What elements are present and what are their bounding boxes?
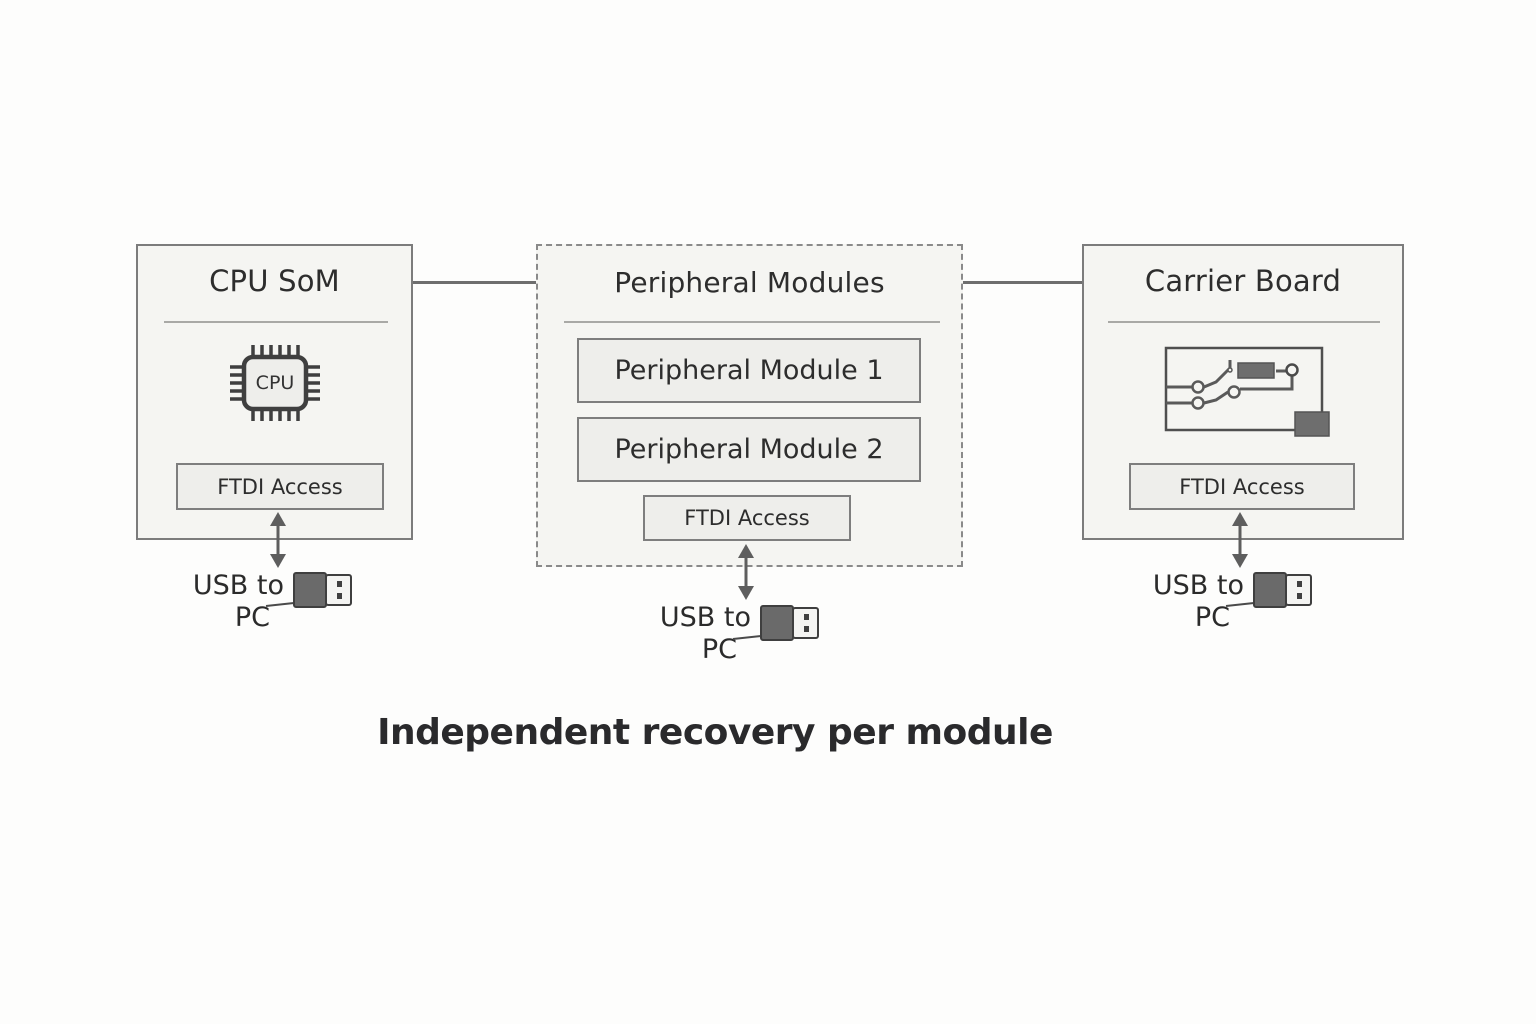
circuit-board-icon [1164, 346, 1330, 437]
module-peripheral-modules: Peripheral Modules Peripheral Module 1 P… [536, 244, 963, 567]
connector-peripherals-to-carrier [961, 281, 1083, 284]
module-title: Peripheral Modules [614, 266, 885, 299]
ftdi-access-box[interactable]: FTDI Access [1129, 463, 1355, 510]
usb-label-line1: USB to [659, 602, 751, 633]
usb-plug-icon [1225, 572, 1312, 608]
module-carrier-board: Carrier Board FTDI Access [1082, 244, 1404, 540]
usb-to-pc-label: USB to PC [647, 602, 751, 666]
module-title: CPU SoM [209, 264, 340, 298]
usb-label-line2: PC [1194, 602, 1230, 633]
bidirectional-arrow-icon [270, 512, 286, 568]
usb-plug-icon [732, 605, 819, 641]
title-divider [564, 321, 940, 323]
cpu-chip-icon [230, 345, 320, 421]
module-title: Carrier Board [1144, 264, 1342, 298]
usb-to-pc-label: USB to PC [180, 570, 284, 634]
peripheral-module-2-box[interactable]: Peripheral Module 2 [577, 417, 921, 482]
title-divider [1108, 321, 1380, 323]
ftdi-access-box[interactable]: FTDI Access [643, 495, 851, 541]
title-divider [164, 321, 388, 323]
bidirectional-arrow-icon [1232, 512, 1248, 568]
usb-label-line1: USB to [1152, 570, 1244, 601]
connector-cpu-to-peripherals [412, 281, 538, 284]
diagram-caption: Independent recovery per module [377, 712, 1053, 753]
usb-plug-icon [265, 572, 352, 608]
ftdi-access-box[interactable]: FTDI Access [176, 463, 384, 510]
peripheral-module-1-box[interactable]: Peripheral Module 1 [577, 338, 921, 403]
usb-label-line2: PC [701, 634, 737, 665]
bidirectional-arrow-icon [738, 544, 754, 600]
usb-to-pc-label: USB to PC [1140, 570, 1244, 634]
usb-label-line1: USB to [192, 570, 284, 601]
cpu-chip-label: CPU [255, 372, 295, 394]
usb-label-line2: PC [234, 602, 270, 633]
module-cpu-som: CPU SoM CPU FTDI Access [136, 244, 413, 540]
